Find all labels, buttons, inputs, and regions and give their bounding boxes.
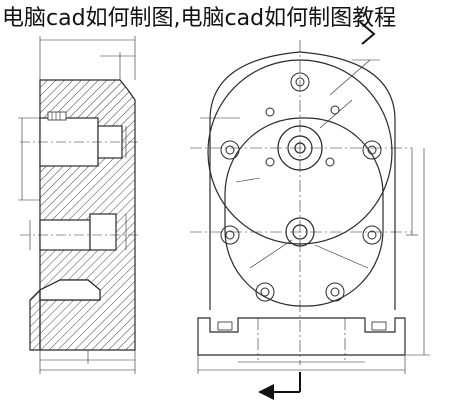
page-title: 电脑cad如何制图,电脑cad如何制图教程 <box>2 6 397 31</box>
bolt-holes <box>220 72 382 302</box>
inner-slot <box>224 117 384 307</box>
base-plate <box>197 317 406 356</box>
lower-bore-step <box>89 213 117 251</box>
section-arrow-top <box>359 21 376 45</box>
base-foot <box>29 288 41 351</box>
front-view <box>190 40 430 374</box>
section-arrow <box>258 372 301 400</box>
section-view <box>18 36 140 374</box>
